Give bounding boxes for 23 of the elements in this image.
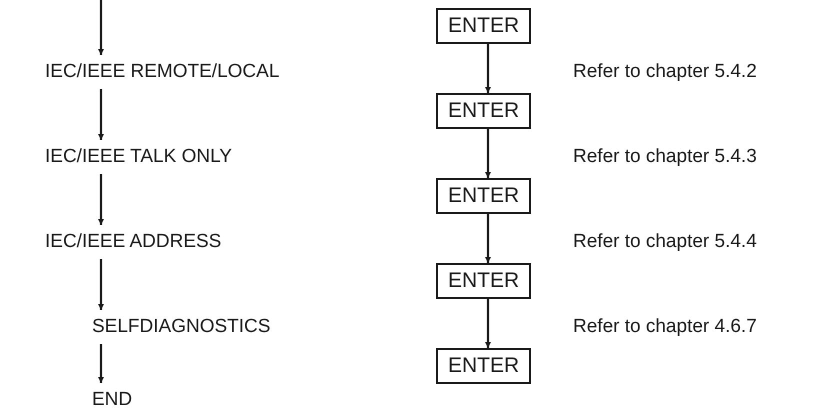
reference-note: Refer to chapter 4.6.7 xyxy=(573,316,757,338)
menu-item-text: IEC/IEEE TALK ONLY xyxy=(45,146,232,168)
key-box: ENTER xyxy=(436,178,532,214)
key-box: ENTER xyxy=(436,263,532,299)
menu-item-text: END xyxy=(92,389,132,411)
arrow xyxy=(485,44,491,93)
arrow xyxy=(485,299,491,348)
arrow xyxy=(485,129,491,178)
arrow xyxy=(485,214,491,263)
reference-note: Refer to chapter 5.4.2 xyxy=(573,61,757,83)
arrow xyxy=(98,0,104,55)
menu-item-text: IEC/IEEE ADDRESS xyxy=(45,231,222,253)
arrow xyxy=(98,259,104,310)
reference-note: Refer to chapter 5.4.3 xyxy=(573,146,757,168)
key-box: ENTER xyxy=(436,8,532,44)
menu-item-text: SELFDIAGNOSTICS xyxy=(92,316,270,338)
arrow xyxy=(98,174,104,225)
menu-item-text: IEC/IEEE REMOTE/LOCAL xyxy=(45,61,280,83)
key-box: ENTER xyxy=(436,348,532,384)
reference-note: Refer to chapter 5.4.4 xyxy=(573,231,757,253)
key-box: ENTER xyxy=(436,93,532,129)
arrow xyxy=(98,89,104,140)
arrow xyxy=(98,344,104,383)
